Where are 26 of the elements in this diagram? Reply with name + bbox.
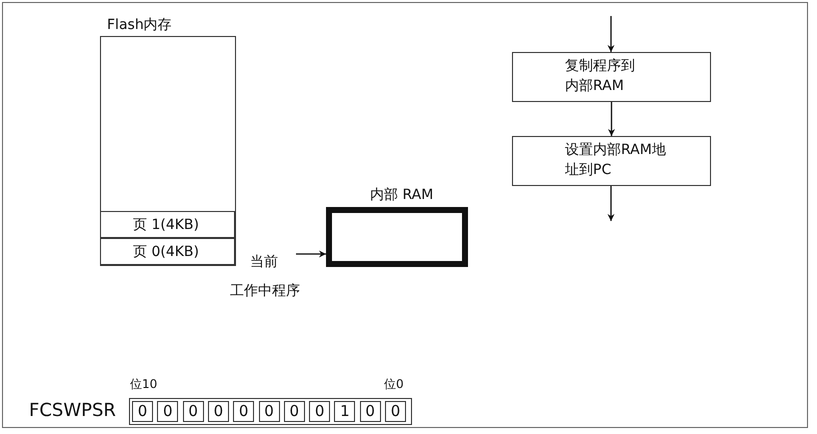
bit-cell: 0: [258, 401, 280, 422]
bit-cell: 0: [284, 401, 305, 422]
block-title: Flash内存: [107, 17, 172, 33]
block-title: 内部 RAM: [370, 187, 434, 203]
arrow: [608, 102, 615, 136]
arrow: [608, 186, 614, 221]
annotation-text: 当前: [250, 254, 278, 270]
process-box: 设置内部RAM地址到PC: [512, 136, 711, 186]
bit-cell: 0: [309, 401, 330, 422]
annotation-text: 工作中程序: [230, 283, 300, 299]
register-name: FCSWPSR: [29, 401, 116, 421]
memory-page-row: 页 0(4KB): [100, 238, 235, 265]
memory-page-row: 页 1(4KB): [100, 211, 235, 238]
process-box: 复制程序到内部RAM: [512, 52, 711, 102]
bit-cell: 0: [208, 401, 229, 422]
bit-cell: 0: [157, 401, 178, 422]
bit-label: 位10: [130, 377, 158, 391]
bit-cell: 0: [233, 401, 254, 422]
bit-cell: 0: [385, 401, 406, 422]
arrow: [296, 250, 326, 258]
bit-cell: 0: [182, 401, 204, 422]
bit-cell: 0: [360, 401, 381, 422]
bit-cell: 0: [132, 401, 153, 422]
arrow: [608, 16, 614, 52]
bit-label: 位0: [384, 377, 404, 391]
bit-cell: 1: [334, 401, 356, 422]
